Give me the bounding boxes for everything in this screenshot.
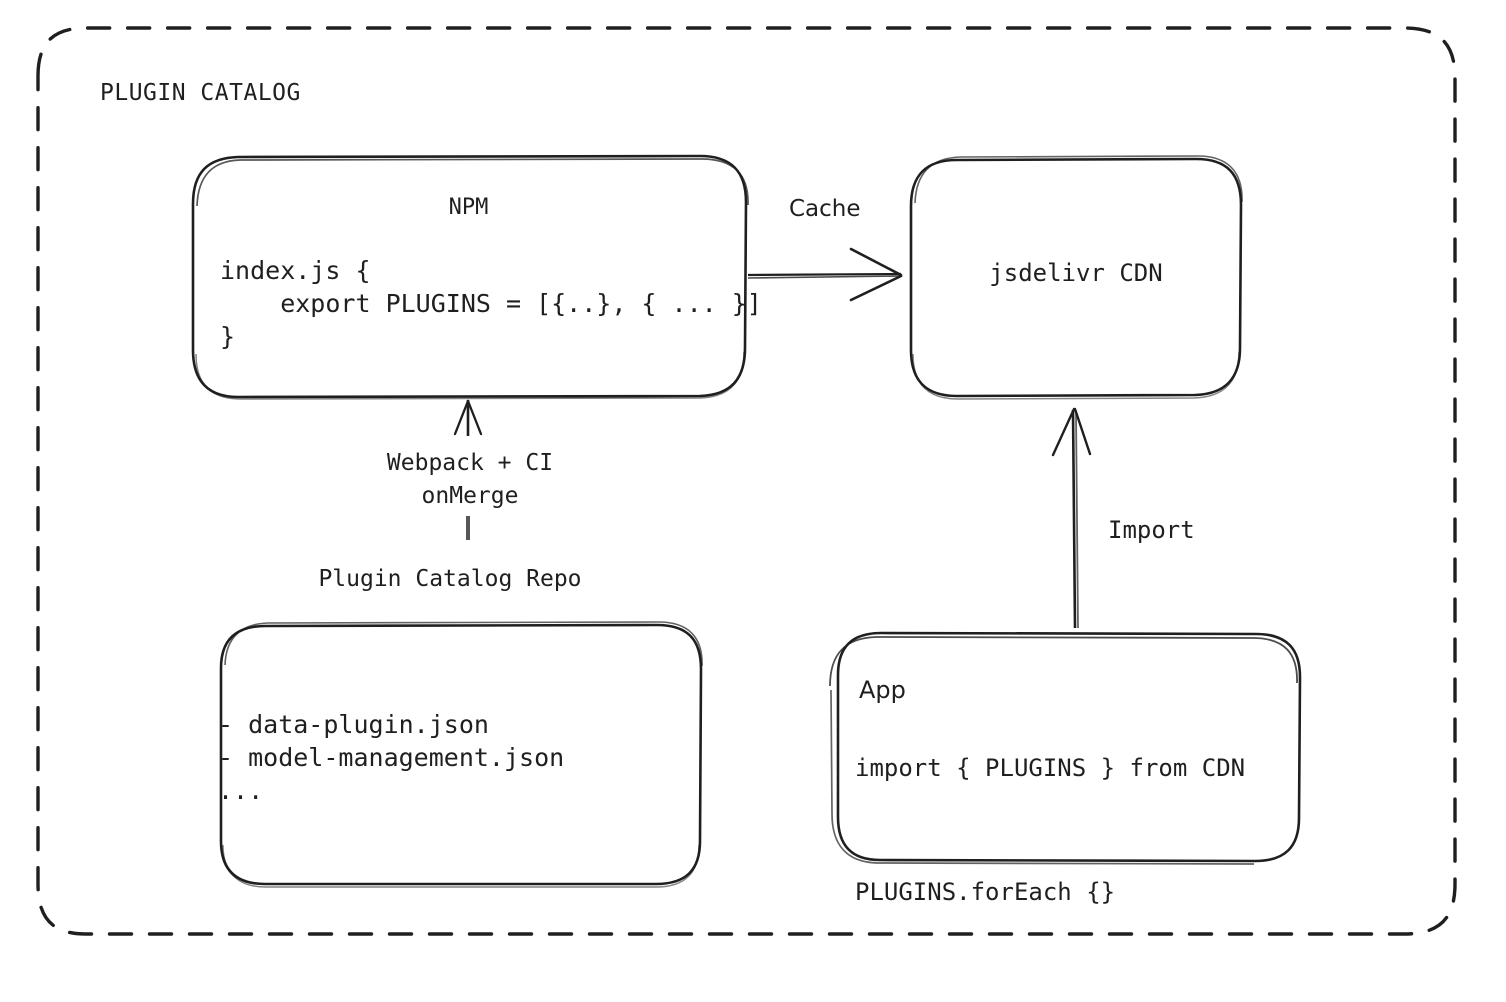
cache-arrow	[747, 247, 903, 302]
repo-node-title: Plugin Catalog Repo	[318, 566, 582, 592]
npm-node-title: NPM	[448, 195, 489, 220]
npm-node-code: index.js { export PLUGINS = [{..}, { ...…	[220, 256, 762, 351]
container-title: PLUGIN CATALOG	[100, 80, 301, 106]
app-node-code: import { PLUGINS } from CDN PLUGINS.forE…	[855, 754, 1246, 906]
cache-edge-label: Cache	[789, 196, 861, 222]
import-edge-label: Import	[1108, 516, 1195, 544]
cdn-node-title: jsdelivr CDN	[989, 259, 1163, 287]
app-node-title: App	[859, 676, 906, 704]
repo-node-file-list: - data-plugin.json - model-management.js…	[218, 710, 565, 805]
build-edge-label: Webpack + CI onMerge	[386, 450, 554, 509]
import-arrow	[1051, 407, 1092, 629]
